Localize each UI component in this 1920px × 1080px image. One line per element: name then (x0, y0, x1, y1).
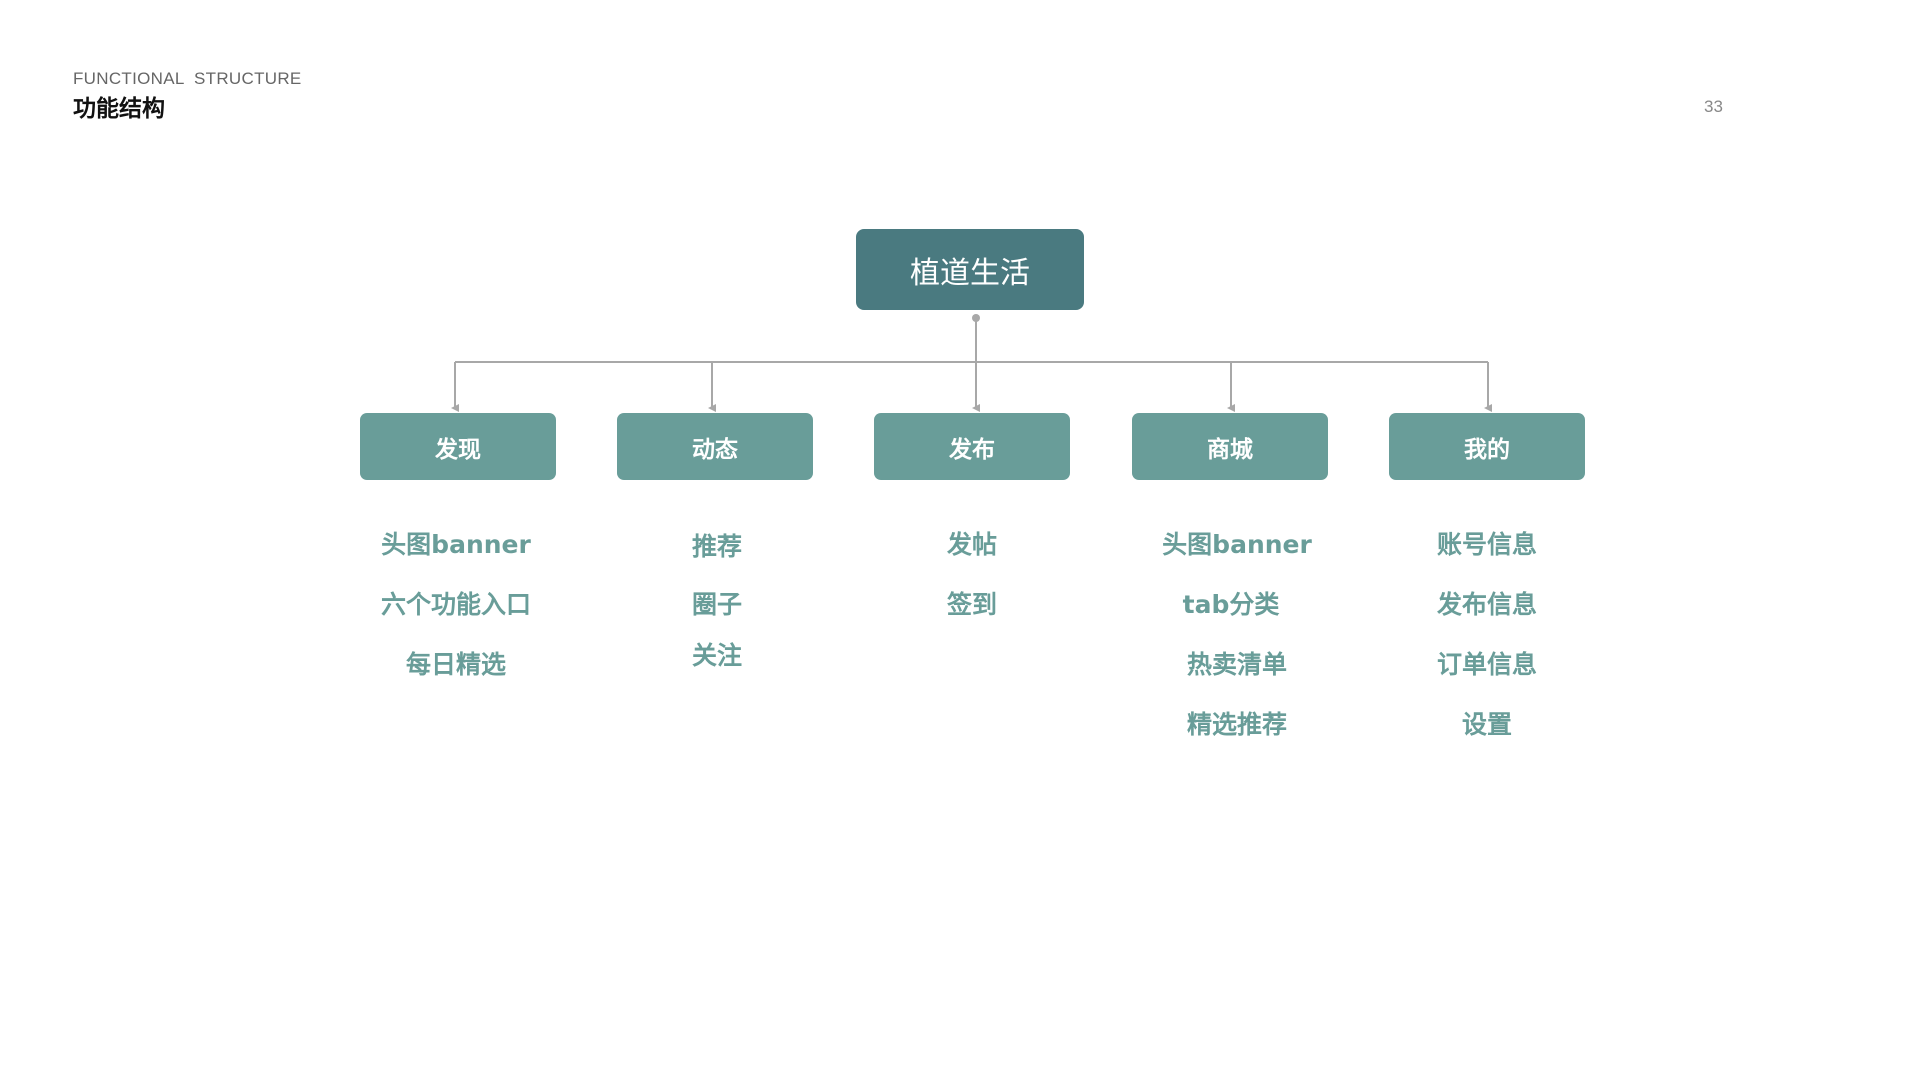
branch-node-mine: 我的 (1389, 413, 1585, 480)
leaf-item: 发帖 (946, 530, 997, 559)
leaf-item: 六个功能入口 (380, 590, 531, 619)
header-english-title: FUNCTIONAL STRUCTURE (73, 69, 302, 88)
leaf-item: 账号信息 (1436, 530, 1537, 559)
leaf-item: 头图banner (1162, 530, 1312, 559)
header-chinese-title: 功能结构 (73, 96, 165, 122)
leaf-item: 每日精选 (405, 650, 506, 679)
root-node: 植道生活 (856, 229, 1084, 310)
leaf-item: 发布信息 (1436, 590, 1537, 619)
leaf-item: 关注 (691, 641, 742, 670)
leaf-item: 设置 (1461, 710, 1512, 739)
leaf-item: 订单信息 (1436, 650, 1537, 679)
leaf-item: tab分类 (1182, 590, 1280, 619)
leaf-item: 推荐 (691, 532, 742, 561)
leaf-item: 圈子 (691, 590, 742, 619)
branch-node-feed: 动态 (617, 413, 813, 480)
leaf-item: 头图banner (381, 530, 531, 559)
leaf-item: 热卖清单 (1186, 650, 1287, 679)
branch-node-publish: 发布 (874, 413, 1070, 480)
branch-node-discover: 发现 (360, 413, 556, 480)
page-number: 33 (1704, 97, 1723, 116)
leaf-item: 精选推荐 (1186, 710, 1287, 739)
leaf-item: 签到 (946, 590, 997, 619)
branch-node-mall: 商城 (1132, 413, 1328, 480)
